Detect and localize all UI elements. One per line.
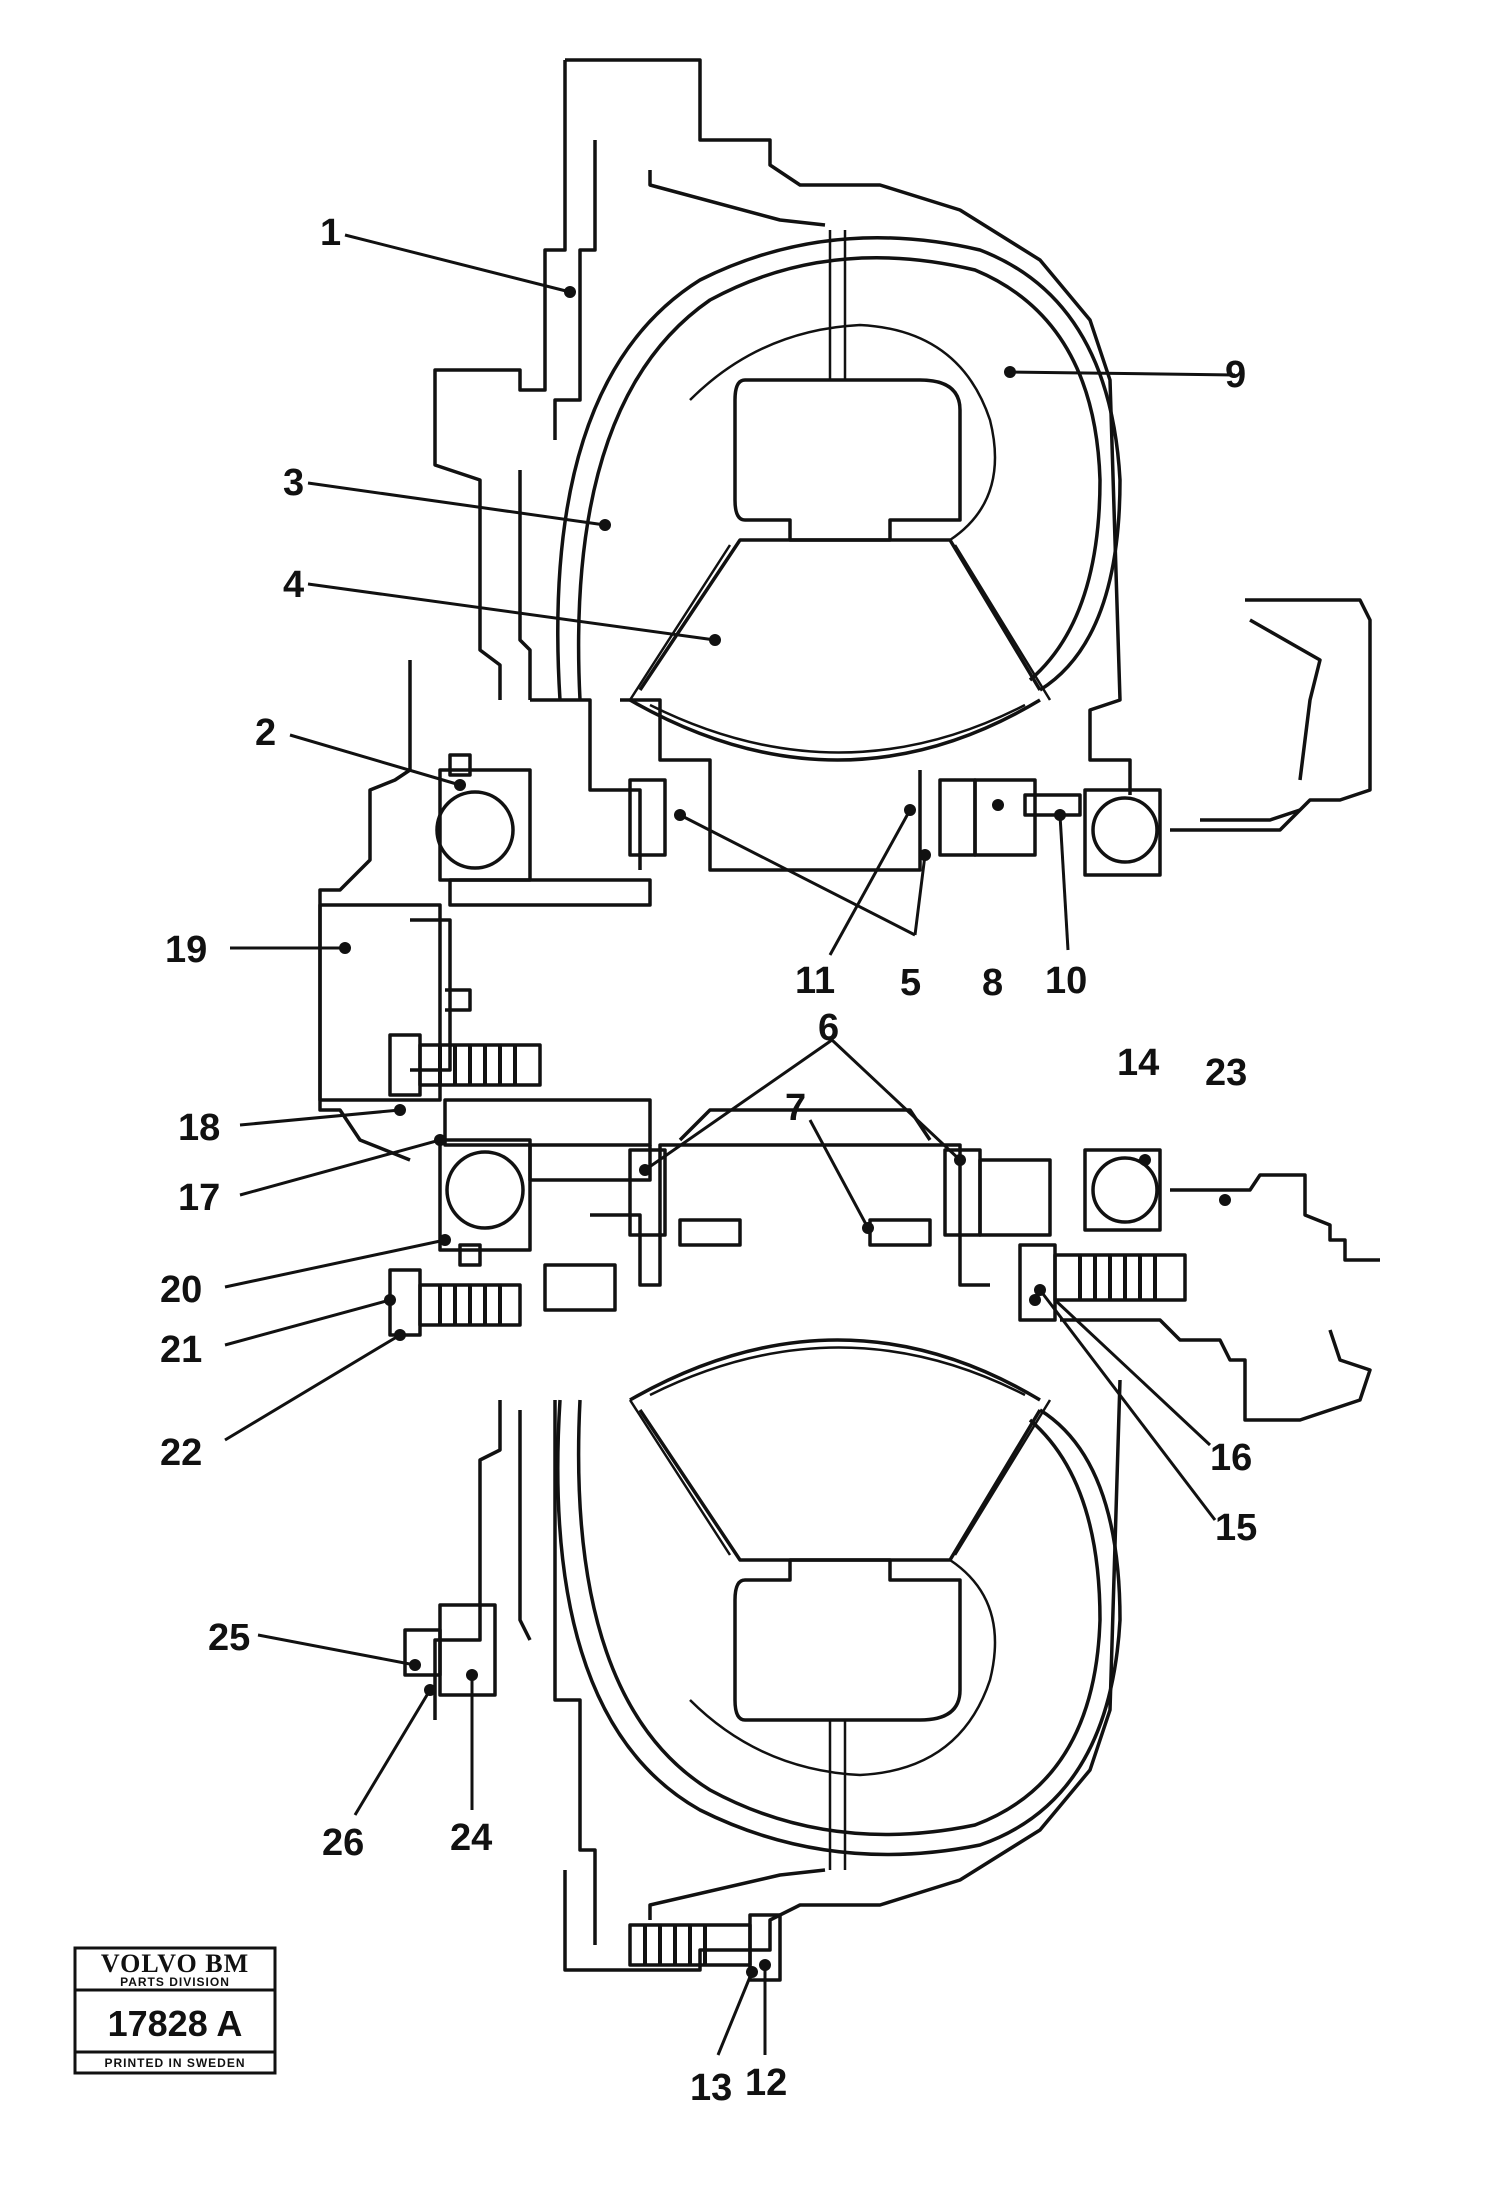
callout-20: 20: [160, 1269, 202, 1311]
callout-23: 23: [1205, 1052, 1247, 1094]
callout-6: 6: [818, 1007, 839, 1049]
stamp-printed: PRINTED IN SWEDEN: [104, 2056, 245, 2070]
callout-18: 18: [178, 1107, 220, 1149]
callout-4: 4: [283, 564, 304, 606]
callout-24: 24: [450, 1817, 492, 1859]
callout-12: 12: [745, 2062, 787, 2104]
callout-9: 9: [1225, 354, 1246, 396]
callout-10: 10: [1045, 960, 1087, 1002]
stamp-brand: VOLVO BM: [101, 1949, 249, 1978]
callout-17: 17: [178, 1177, 220, 1219]
stamp-division: PARTS DIVISION: [120, 1975, 230, 1989]
housing: [433, 58, 1132, 1972]
callout-8: 8: [982, 962, 1003, 1004]
stamp-reference: 17828 A: [108, 2003, 243, 2044]
callout-25: 25: [208, 1617, 250, 1659]
hub-assembly: [318, 598, 1380, 1982]
leader-lines: [224, 233, 1236, 2056]
callout-22: 22: [160, 1432, 202, 1474]
parts-stamp: VOLVO BM PARTS DIVISION 17828 A PRINTED …: [73, 1946, 277, 2075]
callout-13: 13: [690, 2067, 732, 2109]
callout-3: 3: [283, 462, 304, 504]
upper-torus: [556, 230, 1122, 762]
callout-15: 15: [1215, 1507, 1257, 1549]
lower-torus: [556, 1338, 1122, 1870]
callout-16: 16: [1210, 1437, 1252, 1479]
callout-14: 14: [1117, 1042, 1159, 1084]
callout-1: 1: [320, 212, 341, 254]
callout-2: 2: [255, 712, 276, 754]
callout-19: 19: [165, 929, 207, 971]
callout-11: 11: [795, 960, 835, 1002]
callout-5: 5: [900, 962, 921, 1004]
callout-26: 26: [322, 1822, 364, 1864]
callout-labels: 1 2 3 4 5 6 7 8 9 10 11 12 13 14 15 16 1…: [160, 212, 1257, 2109]
callout-21: 21: [160, 1329, 202, 1371]
callout-7: 7: [785, 1087, 806, 1129]
